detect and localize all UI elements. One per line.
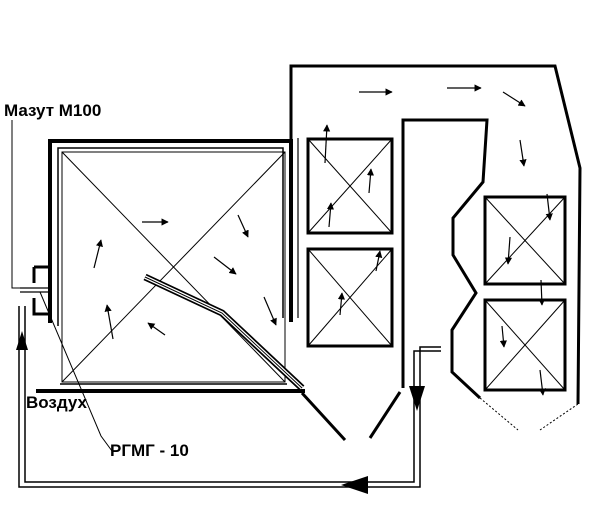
duct-outer-bottom	[479, 397, 519, 431]
fuel-label: Мазут М100	[4, 101, 102, 120]
air-arrow-icon	[16, 331, 28, 350]
flow-arrow-icon	[93, 239, 103, 269]
furnace-cross-box	[61, 151, 286, 383]
flow-arrow-icon	[237, 214, 249, 238]
gas-duct	[289, 64, 582, 431]
flow-arrow-icon	[323, 124, 331, 164]
flow-arrow-icon	[263, 296, 277, 326]
flow-arrow-icon	[538, 279, 546, 306]
furnace-outer-wall	[48, 139, 293, 323]
air-duct	[16, 306, 441, 494]
flow-arrow-icon	[545, 193, 553, 221]
flow-arrow-icon	[213, 256, 237, 275]
label-leaders	[11, 120, 113, 452]
flow-arrow-icon	[538, 369, 546, 396]
air-arrow-icon	[409, 386, 425, 411]
air-arrow-icon	[341, 476, 368, 494]
furnace-diagonal-2	[61, 151, 286, 383]
duct-left-wall	[289, 64, 582, 405]
flow-arrow-icon	[375, 250, 383, 272]
flow-arrow-icon	[147, 322, 166, 336]
hopper	[300, 391, 402, 442]
flow-arrow-icon	[337, 292, 345, 316]
furnace-screen	[143, 273, 305, 391]
flow-arrow-icon	[326, 202, 335, 228]
flow-arrow-icon	[499, 325, 507, 348]
burner-nozzle	[20, 287, 52, 293]
furnace-inner-wall	[57, 147, 284, 326]
flow-arrow-icon	[104, 304, 114, 340]
flow-arrow-icon	[502, 91, 526, 107]
duct-divider	[401, 118, 489, 400]
heat-exchanger-2	[306, 247, 394, 348]
air-label: Воздух	[26, 393, 88, 412]
burner-port	[32, 265, 50, 316]
flow-arrow-icon	[504, 236, 513, 265]
heat-exchanger-3	[483, 195, 567, 286]
flow-arrow-icon	[519, 139, 527, 167]
duct-right-bottom	[539, 403, 579, 431]
burner-label: РГМГ - 10	[110, 441, 189, 460]
flow-arrows	[93, 84, 553, 396]
heat-exchanger-1	[306, 137, 394, 235]
flow-arrow-icon	[366, 168, 375, 194]
heat-exchanger-4	[483, 298, 567, 392]
burner-leader	[39, 291, 113, 452]
fuel-leader	[11, 120, 30, 289]
